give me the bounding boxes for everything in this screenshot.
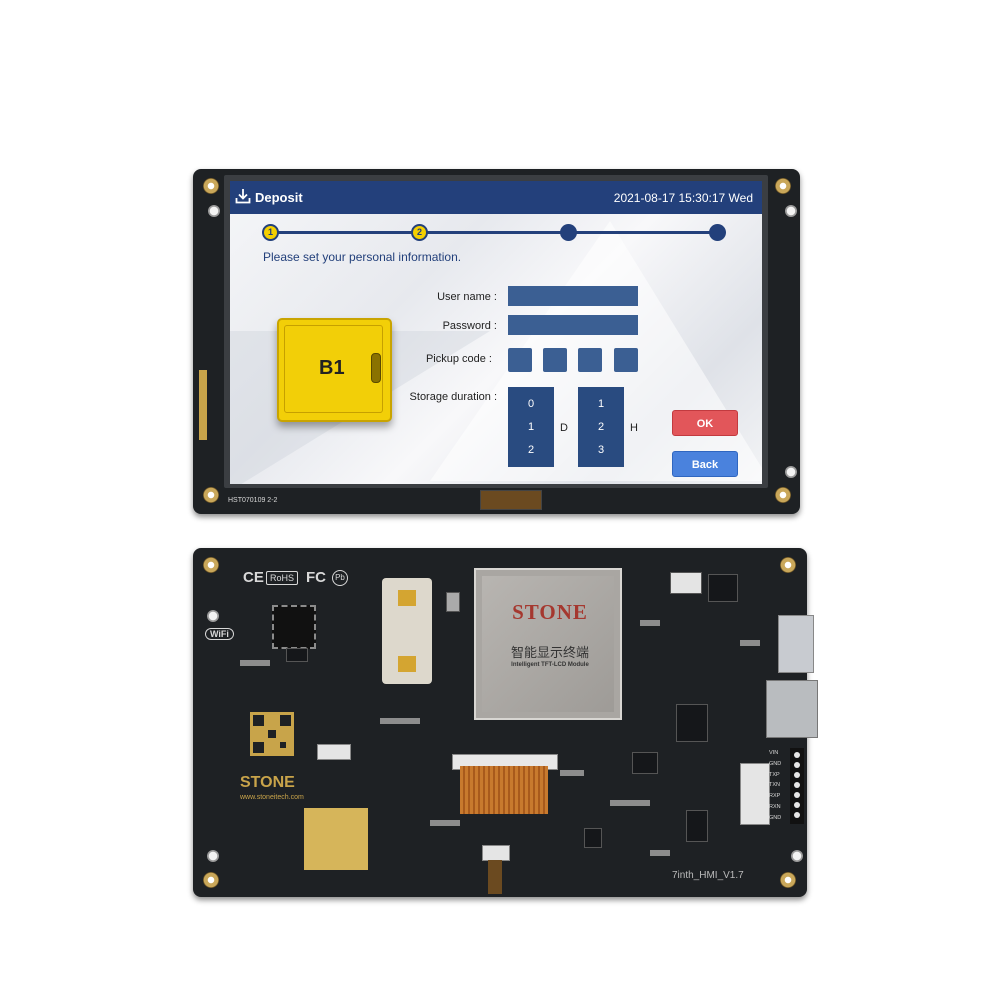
wifi-mark: WiFi [205,628,234,640]
mount-hole [203,872,219,888]
mount-hole [203,487,219,503]
mount-hole [207,610,219,622]
days-option: 0 [527,398,535,410]
mount-hole [785,205,797,217]
chip [584,828,602,848]
usb-port[interactable] [778,615,814,673]
storage-duration-label: Storage duration : [409,391,497,403]
ribbon-connector[interactable] [317,744,351,760]
mount-hole [780,557,796,573]
rohs-mark: RoHS [266,571,299,585]
ce-mark: CE [243,569,264,586]
pickup-code-label: Pickup code : [425,353,492,365]
chip [686,810,708,842]
lcd-flex-cable [460,766,548,814]
touch-flex-cable [480,490,542,510]
hours-option: 2 [597,421,605,433]
days-option: 2 [527,444,535,456]
fc-mark: FC [306,569,326,586]
mount-hole [780,872,796,888]
step-3 [560,224,577,241]
ethernet-port[interactable] [766,680,818,738]
module-english-label: Intelligent TFT-LCD Module [511,662,589,668]
locker-handle-icon [371,353,381,383]
brand-url: www.stoneitech.com [240,794,304,801]
touch-connector[interactable] [482,845,510,861]
hours-spinner[interactable]: 1 2 3 [578,387,624,467]
hours-option: 3 [597,444,605,456]
download-icon [235,189,251,204]
username-label: User name : [437,291,497,303]
board-version: 7inth_HMI_V1.7 [672,870,744,881]
qr-code [250,712,294,756]
instruction-text: Please set your personal information. [263,250,462,264]
days-unit: D [560,422,568,434]
ok-button[interactable]: OK [672,410,738,436]
step-1: 1 [262,224,279,241]
mount-hole [203,557,219,573]
crystal [446,592,460,612]
mount-hole [785,466,797,478]
copper-pad [304,808,368,870]
password-label: Password : [442,320,497,332]
brand-logo-text: STONE [240,774,295,791]
ethernet-chip [676,704,708,742]
chip [286,648,308,662]
mount-hole [203,178,219,194]
mount-hole [775,487,791,503]
mount-hole [791,850,803,862]
display-module-shield: STONE 智能显示终端 Intelligent TFT-LCD Module [474,568,622,720]
board-connector[interactable] [740,763,770,825]
connector [670,572,702,594]
page-title: Deposit [255,190,303,205]
inductor [708,574,738,602]
header-bar: Deposit 2021-08-17 15:30:17 Wed [230,181,762,214]
username-field[interactable] [508,286,638,306]
hmi-screen: Deposit 2021-08-17 15:30:17 Wed 1 2 Plea… [230,181,762,484]
module-brand: STONE [512,600,588,624]
model-code: HST070109 2-2 [228,497,278,504]
pickup-code-digit-1[interactable] [508,348,532,372]
locker-card: B1 [277,318,392,422]
touch-flex-cable [488,860,502,894]
microcontroller-chip [272,605,316,649]
mount-hole [207,850,219,862]
chip [632,752,658,774]
password-field[interactable] [508,315,638,335]
module-chinese-label: 智能显示终端 [510,645,589,660]
side-contacts [199,370,207,440]
pb-free-mark: Pb [332,570,348,586]
days-option: 1 [527,421,535,433]
mount-hole [775,178,791,194]
step-2: 2 [411,224,428,241]
back-button[interactable]: Back [672,451,738,477]
step-4 [709,224,726,241]
locker-label: B1 [319,357,345,379]
progress-track [272,231,718,234]
datetime-display: 2021-08-17 15:30:17 Wed [613,191,753,205]
pickup-code-digit-3[interactable] [578,348,602,372]
pin-labels: VIN GND TXP TXN RXP RXN GND [769,750,782,821]
hours-option: 1 [597,398,605,410]
days-spinner[interactable]: 0 1 2 [508,387,554,467]
mount-hole [208,205,220,217]
hours-unit: H [630,422,638,434]
pickup-code-digit-2[interactable] [543,348,567,372]
pickup-code-digit-4[interactable] [614,348,638,372]
coin-cell-holder [382,578,432,684]
pin-header[interactable] [790,748,804,824]
